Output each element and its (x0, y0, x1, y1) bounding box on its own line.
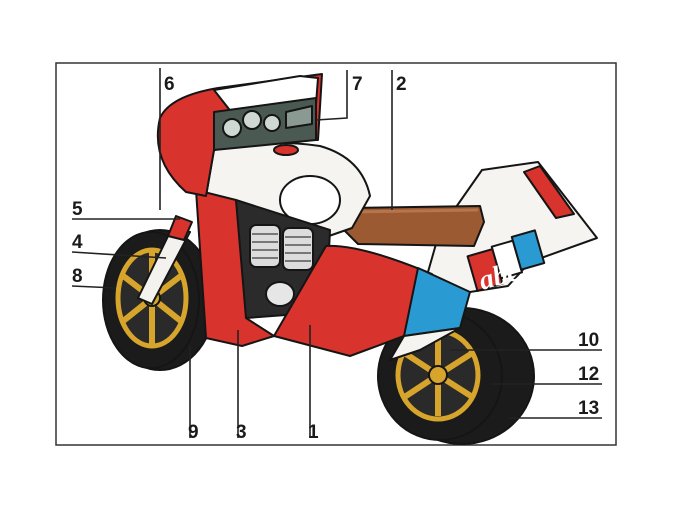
label-13: 13 (578, 398, 599, 419)
gauge-right (264, 115, 280, 131)
cylinder-right (283, 228, 313, 270)
label-1: 1 (308, 422, 319, 443)
label-2: 2 (396, 74, 407, 95)
label-8: 8 (72, 266, 83, 287)
fuel-cap (274, 145, 298, 155)
label-10: 10 (578, 330, 599, 351)
label-3: 3 (236, 422, 247, 443)
label-7: 7 (352, 74, 363, 95)
label-5: 5 (72, 199, 83, 220)
front-wheel (103, 230, 215, 370)
gauge-center (243, 111, 261, 129)
rear-hub (429, 366, 447, 384)
label-4: 4 (72, 232, 83, 253)
label-9: 9 (188, 422, 199, 443)
label-6: 6 (164, 74, 175, 95)
label-12: 12 (578, 364, 599, 385)
gauge-left (223, 119, 241, 137)
cylinder-left (250, 225, 280, 267)
engine-cover (266, 282, 294, 306)
